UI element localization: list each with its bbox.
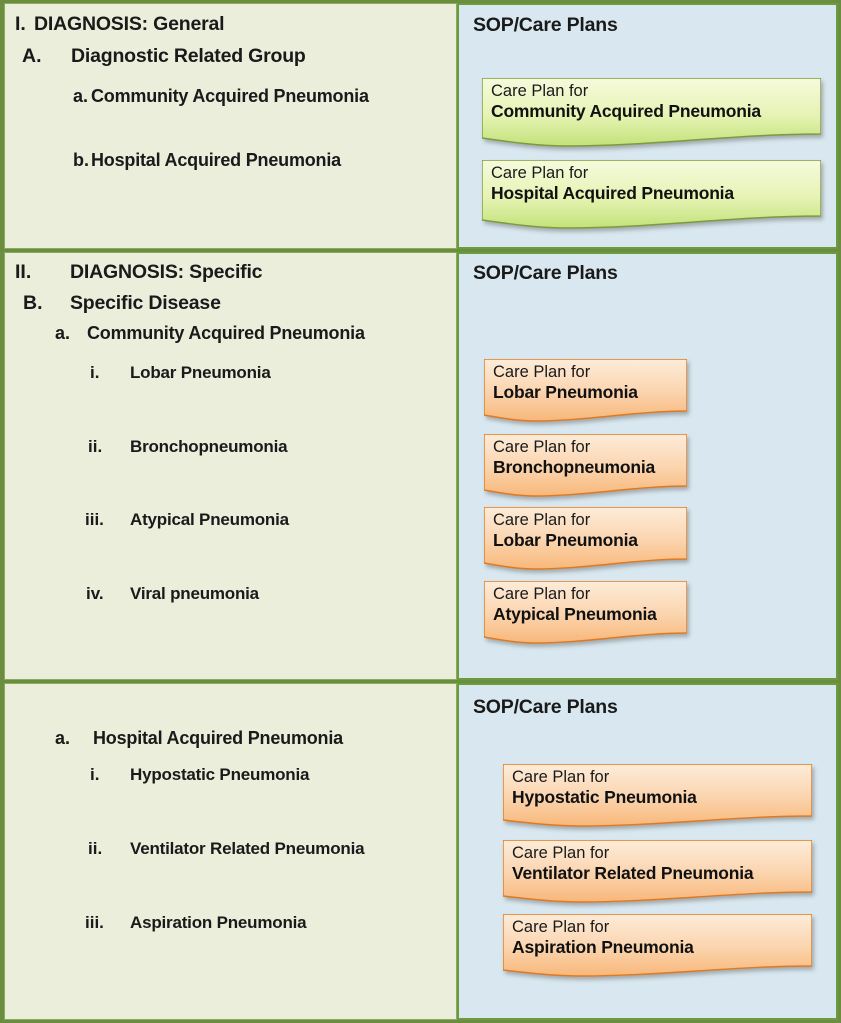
section-specific-cap-outline-pane: II. DIAGNOSIS: Specific B. Specific Dise… xyxy=(4,252,457,680)
section-general-careplans-pane: SOP/Care Plans Care Plan for Community A… xyxy=(457,3,838,249)
outline-marker: a. xyxy=(55,728,71,748)
care-plan-card[interactable]: Care Plan for Atypical Pneumonia xyxy=(484,581,687,647)
outline-marker: ii. xyxy=(88,437,103,456)
outline-text-diagnosis-specific: DIAGNOSIS: Specific xyxy=(70,261,263,283)
outline-text-diagnosis-general: DIAGNOSIS: General xyxy=(34,13,225,35)
outline-marker: i. xyxy=(90,363,100,382)
outline-marker: b. xyxy=(73,150,89,170)
care-plan-card[interactable]: Care Plan for Hospital Acquired Pneumoni… xyxy=(482,160,821,232)
pane-title-sop-care-plans: SOP/Care Plans xyxy=(473,696,618,718)
outline-text-diagnostic-related-group: Diagnostic Related Group xyxy=(71,45,306,67)
pane-title-sop-care-plans: SOP/Care Plans xyxy=(473,14,618,36)
pane-title-sop-care-plans: SOP/Care Plans xyxy=(473,262,618,284)
care-plan-card[interactable]: Care Plan for Ventilator Related Pneumon… xyxy=(503,840,812,906)
outline-text-bronchopneumonia: Bronchopneumonia xyxy=(130,437,288,456)
care-plan-card[interactable]: Care Plan for Aspiration Pneumonia xyxy=(503,914,812,980)
outline-marker: iii. xyxy=(85,913,104,932)
outline-marker: ii. xyxy=(88,839,103,858)
outline-text-lobar-pneumonia: Lobar Pneumonia xyxy=(130,363,271,382)
outline-marker: I. xyxy=(15,13,26,35)
section-diagnosis-specific-cap: II. DIAGNOSIS: Specific B. Specific Dise… xyxy=(4,252,838,680)
outline-text-hospital-acquired-pneumonia: Hospital Acquired Pneumonia xyxy=(93,728,343,748)
section-diagnosis-general: I. DIAGNOSIS: General A. Diagnostic Rela… xyxy=(4,3,838,249)
outline-text-specific-disease: Specific Disease xyxy=(70,292,221,314)
outline-marker: iv. xyxy=(86,584,104,603)
outline-marker: II. xyxy=(15,261,32,283)
outline-text-atypical-pneumonia: Atypical Pneumonia xyxy=(130,510,289,529)
outline-text-community-acquired-pneumonia: Community Acquired Pneumonia xyxy=(87,323,365,343)
section-diagnosis-specific-hap: a. Hospital Acquired Pneumonia i. Hypost… xyxy=(4,683,838,1020)
section-specific-cap-careplans-pane: SOP/Care Plans Care Plan for Lobar Pneum… xyxy=(457,252,838,680)
section-general-outline-pane: I. DIAGNOSIS: General A. Diagnostic Rela… xyxy=(4,3,457,249)
care-plan-card[interactable]: Care Plan for Bronchopneumonia xyxy=(484,434,687,500)
care-plan-card[interactable]: Care Plan for Hypostatic Pneumonia xyxy=(503,764,812,830)
care-plan-card[interactable]: Care Plan for Lobar Pneumonia xyxy=(484,359,687,425)
outline-text-hypostatic-pneumonia: Hypostatic Pneumonia xyxy=(130,765,310,784)
care-plan-card[interactable]: Care Plan for Lobar Pneumonia xyxy=(484,507,687,573)
outline-text-community-acquired-pneumonia: Community Acquired Pneumonia xyxy=(91,86,369,106)
outline-marker: iii. xyxy=(85,510,104,529)
outline-marker: A. xyxy=(22,45,42,67)
care-plan-card[interactable]: Care Plan for Community Acquired Pneumon… xyxy=(482,78,821,150)
outline-text-ventilator-related-pneumonia: Ventilator Related Pneumonia xyxy=(130,839,365,858)
outline-text-aspiration-pneumonia: Aspiration Pneumonia xyxy=(130,913,307,932)
outline-marker: a. xyxy=(55,323,71,343)
section-specific-hap-outline-pane: a. Hospital Acquired Pneumonia i. Hypost… xyxy=(4,683,457,1020)
outline-text-viral-pneumonia: Viral pneumonia xyxy=(130,584,259,603)
outline-marker: i. xyxy=(90,765,100,784)
outline-marker: B. xyxy=(23,292,43,314)
outline-marker: a. xyxy=(73,86,89,106)
section-specific-hap-careplans-pane: SOP/Care Plans Care Plan for Hypostatic … xyxy=(457,683,838,1020)
outline-text-hospital-acquired-pneumonia: Hospital Acquired Pneumonia xyxy=(91,150,341,170)
